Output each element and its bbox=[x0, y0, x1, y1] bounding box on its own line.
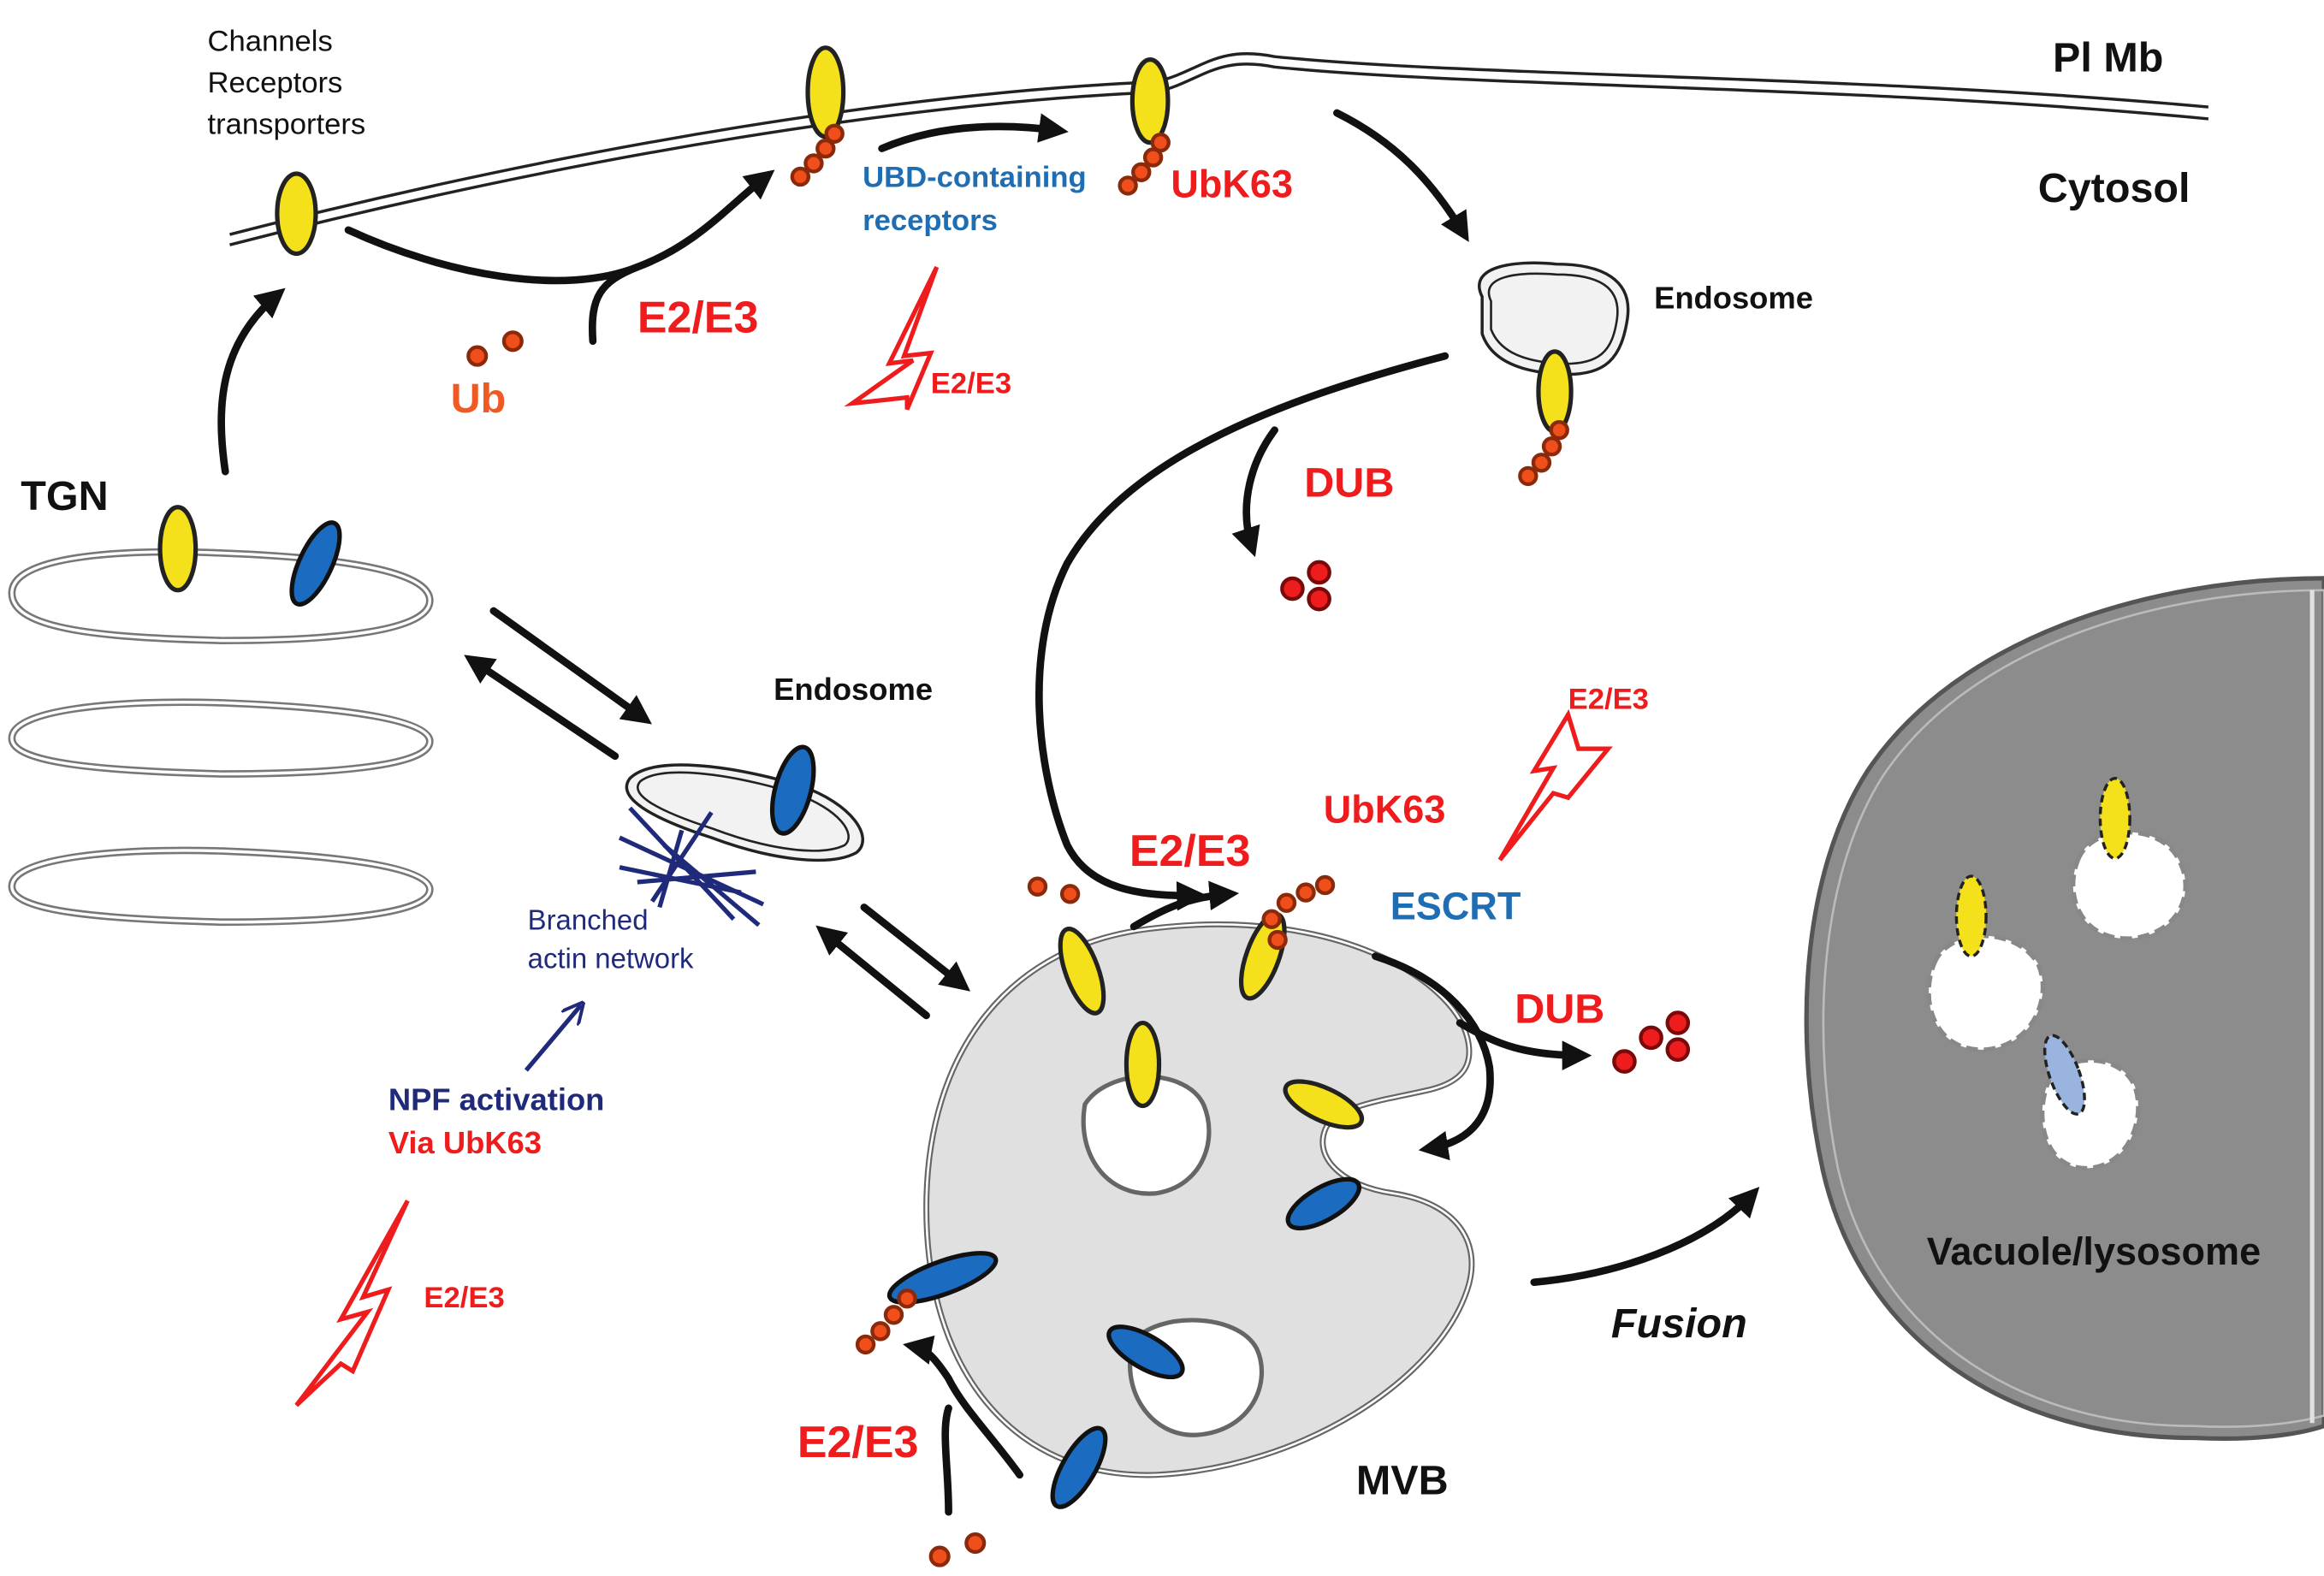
lightning-bolt-icon bbox=[1497, 708, 1613, 862]
yellow-membrane-protein bbox=[1129, 57, 1171, 145]
escrt-label: ESCRT bbox=[1390, 884, 1521, 927]
ub-bead bbox=[501, 330, 524, 353]
ub-chain bbox=[1261, 874, 1336, 951]
yellow-membrane-protein bbox=[157, 505, 199, 593]
tgn-label: TGN bbox=[21, 473, 108, 519]
e2e3-bolt-left-label: E2/E3 bbox=[424, 1282, 504, 1314]
npf-label-2: Via UbK63 bbox=[388, 1125, 542, 1160]
pl-mb-label: Pl Mb bbox=[2053, 35, 2163, 81]
endosome-label-middle: Endosome bbox=[774, 672, 933, 707]
dub-label-top: DUB bbox=[1304, 460, 1394, 507]
yellow-membrane-protein bbox=[1123, 1020, 1162, 1109]
arrow-endosome-to-tgn bbox=[464, 655, 620, 761]
tgn-cisterna bbox=[8, 548, 434, 644]
e2e3-label: E2/E3 bbox=[637, 293, 759, 342]
channels-label: Channels bbox=[208, 25, 333, 57]
ub-bead bbox=[466, 345, 489, 367]
endosome-top bbox=[1478, 261, 1630, 376]
vacuole-vesicle bbox=[1926, 933, 2046, 1052]
vacuole-lysosome bbox=[1804, 576, 2324, 1442]
dub-mid-label: DUB bbox=[1515, 986, 1604, 1033]
yellow-membrane-protein bbox=[2098, 777, 2131, 861]
arrow-receptor-transfer bbox=[878, 113, 1069, 152]
e2e3-bottom-label: E2/E3 bbox=[797, 1418, 919, 1467]
endosome-label-top: Endosome bbox=[1654, 281, 1813, 316]
blue-membrane-protein bbox=[1285, 1176, 1362, 1231]
yellow-membrane-protein bbox=[1283, 1079, 1365, 1130]
ubk63-label: UbK63 bbox=[1171, 163, 1293, 206]
yellow-membrane-protein bbox=[1058, 927, 1106, 1016]
branched-label-1: Branched bbox=[528, 904, 649, 935]
ub-bead bbox=[1027, 876, 1048, 897]
ubd-label-1: UBD-containing bbox=[863, 162, 1087, 194]
vacuole-label: Vacuole/lysosome bbox=[1927, 1229, 2261, 1273]
mvb bbox=[923, 921, 1475, 1478]
ub-chain bbox=[790, 123, 845, 187]
tgn-cisterna bbox=[8, 698, 434, 778]
lightning-bolt-icon bbox=[844, 266, 940, 411]
transporters-label: transporters bbox=[208, 108, 366, 140]
branched-actin-network bbox=[618, 806, 765, 927]
receptors-label: Receptors bbox=[208, 67, 343, 99]
e2e3-bolt-label: E2/E3 bbox=[931, 367, 1011, 400]
arrow-ub-join-bottom bbox=[941, 1404, 952, 1516]
arrow-dub-return bbox=[1372, 952, 1494, 1161]
cytosol-label: Cytosol bbox=[2038, 165, 2191, 211]
ub-bead bbox=[1059, 884, 1081, 904]
ubd-label-2: receptors bbox=[863, 204, 998, 237]
ub-label: Ub bbox=[451, 376, 507, 422]
e2e3-mvb-label: E2/E3 bbox=[1129, 827, 1251, 876]
e2e3-bolt-right-label: E2/E3 bbox=[1568, 683, 1649, 715]
ubk63-mid-label: UbK63 bbox=[1324, 788, 1446, 832]
yellow-membrane-protein bbox=[275, 171, 318, 257]
blue-membrane-protein bbox=[1050, 1425, 1108, 1509]
tgn-cisterna bbox=[8, 846, 434, 927]
free-ub-cluster bbox=[1280, 560, 1331, 612]
yellow-membrane-protein bbox=[805, 45, 846, 139]
ub-bead bbox=[964, 1532, 987, 1555]
arrow-endocytosis bbox=[1333, 109, 1469, 242]
blue-membrane-protein bbox=[289, 520, 342, 607]
blue-membrane-protein bbox=[886, 1251, 999, 1305]
arrow-mvb-bottom-ub bbox=[903, 1335, 1024, 1479]
plasma-membrane bbox=[229, 52, 2209, 246]
arrow-dub-release bbox=[1231, 426, 1278, 558]
arrow-tgn-to-pm bbox=[217, 287, 286, 476]
arrow-mvb-ubiquitination bbox=[1129, 880, 1240, 931]
free-ub-cluster bbox=[1612, 1010, 1691, 1074]
arrow-endosome-to-mvb bbox=[1035, 352, 1450, 911]
ub-chain bbox=[855, 1289, 917, 1355]
branched-label-2: actin network bbox=[528, 942, 694, 974]
ub-chain bbox=[1518, 419, 1569, 487]
endosome-middle bbox=[625, 763, 864, 862]
arrow-dub-release-mid bbox=[1455, 1019, 1592, 1070]
arrow-tgn-to-endosome bbox=[489, 607, 652, 725]
vacuole-vesicle bbox=[2071, 829, 2188, 941]
ub-chain bbox=[1118, 132, 1171, 196]
fusion-label: Fusion bbox=[1611, 1300, 1747, 1347]
arrow-npf-activation bbox=[524, 1005, 581, 1072]
ub-bead bbox=[928, 1545, 951, 1567]
mvb-label: MVB bbox=[1356, 1457, 1449, 1503]
arrow-endosome-to-mvb-short bbox=[860, 904, 971, 992]
npf-label-1: NPF activation bbox=[388, 1082, 605, 1117]
arrow-fusion bbox=[1530, 1187, 1760, 1287]
arrow-ub-join bbox=[588, 263, 642, 346]
arrow-mvb-to-endosome bbox=[815, 925, 930, 1020]
blue-membrane-protein bbox=[2042, 1034, 2086, 1116]
lightning-bolt-icon bbox=[294, 1200, 410, 1407]
blue-membrane-protein bbox=[769, 744, 816, 836]
yellow-membrane-protein bbox=[1536, 349, 1574, 435]
blue-membrane-protein bbox=[1106, 1324, 1185, 1380]
yellow-membrane-protein bbox=[1954, 874, 1988, 958]
